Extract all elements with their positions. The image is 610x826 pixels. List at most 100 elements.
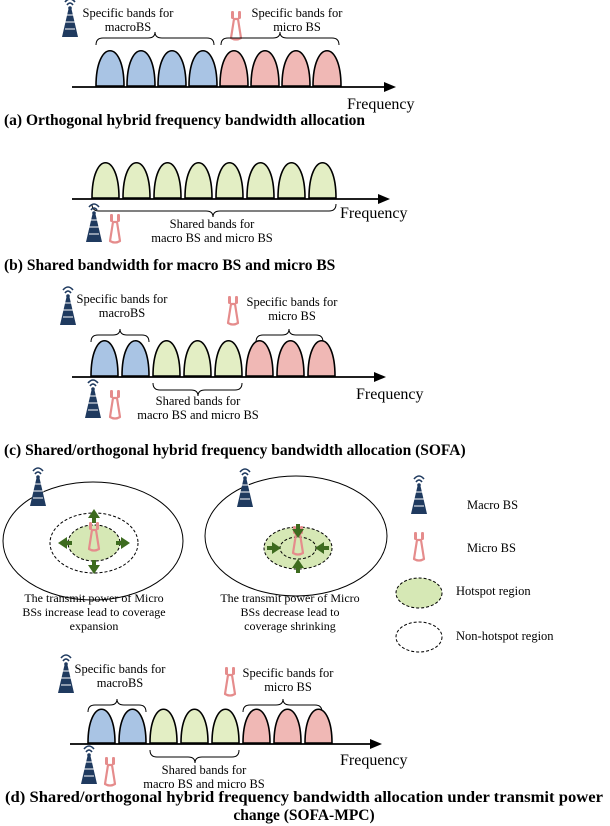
shared-band [184,162,213,199]
coverage-expansion-diagram: The transmit power of Micro BSs increase… [2,467,184,633]
shared-band [215,162,244,199]
shared-band [211,708,240,744]
micro-band [219,49,249,87]
macro-coverage-area [204,475,388,597]
shared-band [277,162,306,199]
shared-band [122,162,151,199]
micro-band [304,708,333,744]
micro-band-label-line1: Specific bands for [243,666,335,680]
arrow-right-icon [267,542,281,554]
macro-band [87,708,116,744]
shared-band-label-line2: macro BS and micro BS [151,231,273,245]
shared-band-label-line1: Shared bands for [156,394,242,408]
legend: Macro BS Micro BS Hotspot region Non-hot… [395,475,554,653]
legend-nonhotspot-swatch [395,621,443,653]
macro-band-label-line1: Specific bands for [77,292,169,306]
macro-bs-icon [57,654,75,694]
legend-macro-bs-icon [410,475,428,515]
shared-band [246,162,275,199]
micro-bs-icon [108,388,122,420]
macro-band [188,49,218,87]
caption-a: (a) Orthogonal hybrid frequency bandwidt… [4,112,365,129]
frequency-axis-arrowhead [378,194,390,204]
shared-brace [149,749,240,764]
frequency-axis-arrowhead [370,739,382,749]
micro-band [242,708,271,744]
panel-c: Specific bands for macroBS Specific band… [4,286,466,459]
micro-band [276,340,305,377]
expansion-arrows [58,509,130,574]
expansion-text-line3: expansion [70,619,119,633]
shared-band [214,340,243,377]
macro-band [157,49,187,87]
shared-band [152,340,181,377]
macro-bs-icon [80,745,98,785]
panel-b: Frequency Shared bands for macro BS and … [4,162,408,274]
arrow-down-icon [88,560,100,574]
macro-bs-icon [236,468,254,508]
shared-brace [91,203,337,218]
caption-d-line2: change (SOFA-MPC) [233,807,374,824]
macro-bs-icon [59,286,77,326]
arrow-up-icon [88,509,100,523]
shared-brace [152,382,243,397]
micro-band [312,49,342,87]
macro-brace [87,698,147,713]
micro-band [273,708,302,744]
macro-bs-icon [29,467,47,507]
macro-band-label-line2: macroBS [99,306,146,320]
macro-brace [95,31,215,46]
micro-bs-icon [103,755,117,787]
micro-bs-icon [223,665,237,697]
micro-band [307,340,336,377]
shared-band-label-line1: Shared bands for [170,217,256,231]
legend-macro-label: Macro BS [467,498,518,512]
shared-band-label-line1: Shared bands for [162,763,248,777]
frequency-axis-arrowhead [374,372,386,382]
frequency-label: Frequency [340,205,408,222]
coverage-shrinking-diagram: The transmit power of Micro BSs decrease… [204,468,388,633]
micro-band-label-line1: Specific bands for [252,6,344,20]
legend-micro-label: Micro BS [467,541,516,555]
micro-band [245,340,274,377]
shared-band [91,162,120,199]
arrow-left-icon [315,542,329,554]
expansion-text-line2: BSs increase lead to coverage [22,605,165,619]
caption-d-line1: (d) Shared/orthogonal hybrid frequency b… [5,789,603,806]
shared-band-label-line2: macro BS and micro BS [137,408,259,422]
micro-band-label-line2: micro BS [273,20,321,34]
macro-band [126,49,156,87]
macro-band [121,340,150,377]
shrinking-text-line2: BSs decrease lead to [241,605,340,619]
shared-band [180,708,209,744]
micro-brace [255,328,324,343]
shrinking-text-line1: The transmit power of Micro [220,591,359,605]
caption-b: (b) Shared bandwidth for macro BS and mi… [4,257,335,274]
macro-band-label-line1: Specific bands for [83,6,175,20]
frequency-axis-arrowhead [384,82,396,92]
legend-nonhotspot-label: Non-hotspot region [456,629,554,643]
macro-brace [90,328,150,343]
micro-band [250,49,280,87]
macro-band [118,708,147,744]
shared-band [153,162,182,199]
macro-band [90,340,119,377]
arrow-up-icon [292,559,304,573]
micro-band-label-line2: micro BS [264,680,312,694]
frequency-label: Frequency [356,386,424,403]
shrinking-arrows [267,524,329,573]
macro-bs-icon [61,0,79,38]
panel-a: Specific bands for macroBS Specific band… [4,0,415,129]
micro-band [281,49,311,87]
arrow-right-icon [116,537,130,549]
caption-c: (c) Shared/orthogonal hybrid frequency b… [4,442,466,459]
micro-brace [220,31,340,46]
macro-coverage-area [2,481,184,601]
macro-band-label-line1: Specific bands for [75,662,167,676]
micro-bs-icon [229,9,243,41]
shared-band [149,708,178,744]
frequency-label: Frequency [347,96,415,113]
shared-band-label-line2: macro BS and micro BS [143,777,265,791]
legend-micro-bs-icon [412,530,426,562]
